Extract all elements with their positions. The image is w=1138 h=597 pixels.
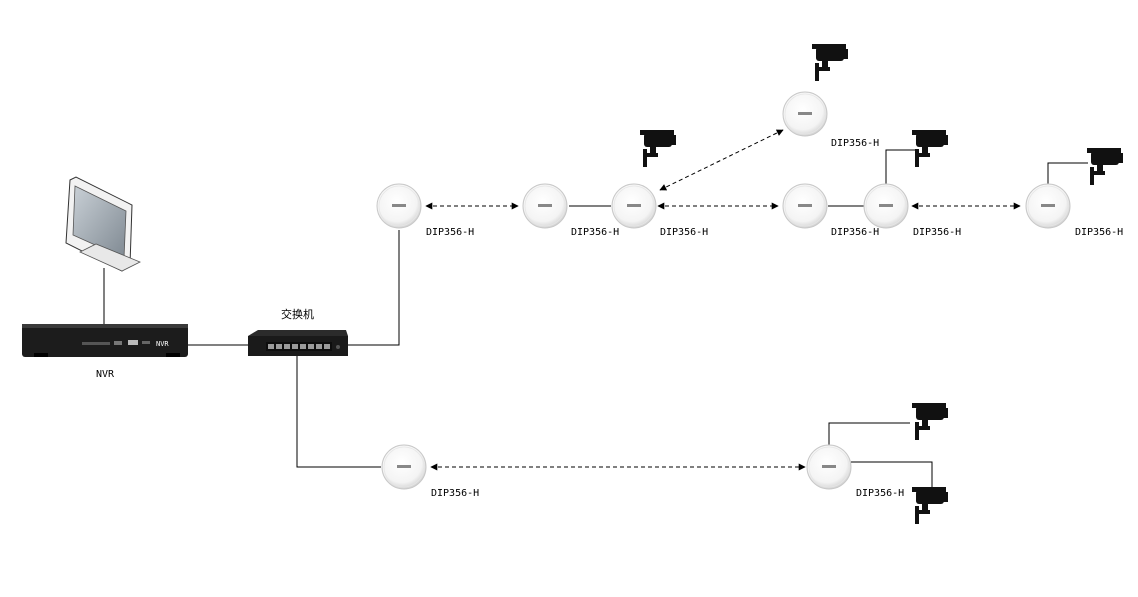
camera-icon-b7 — [1087, 148, 1123, 185]
wireless-link-b3-b4 — [659, 129, 784, 191]
bridge-b1 — [376, 183, 422, 229]
nvr-label: NVR — [96, 369, 115, 380]
bridge9-camera-bottom-cable — [851, 461, 933, 498]
bridge-label-b4: DIP356-H — [831, 138, 879, 149]
bridge-b4 — [782, 91, 828, 137]
bridge-label-b5: DIP356-H — [831, 227, 879, 238]
camera-icon-b9-top — [912, 403, 948, 440]
bridge6-camera-cable — [885, 149, 917, 184]
bridge-label-b8: DIP356-H — [431, 488, 479, 499]
camera-icon-b6 — [912, 130, 948, 167]
camera-icon-b4 — [812, 44, 848, 81]
bridge-b2 — [522, 183, 568, 229]
bridge-label-b6: DIP356-H — [913, 227, 961, 238]
wired-links — [103, 149, 1088, 498]
camera-icon-b9-bottom — [912, 487, 948, 524]
bridge-b7 — [1025, 183, 1071, 229]
bridge-b8 — [381, 444, 427, 490]
wireless-links — [425, 129, 1021, 471]
camera-icon-b3 — [640, 130, 676, 167]
bridge-b9 — [806, 444, 852, 490]
bridge-label-b9: DIP356-H — [856, 488, 904, 499]
bridge7-camera-cable — [1047, 162, 1088, 184]
bridge-label-b1: DIP356-H — [426, 227, 474, 238]
network-switch — [248, 330, 348, 356]
switch-label: 交换机 — [281, 307, 314, 321]
bridge-label-b2: DIP356-H — [571, 227, 619, 238]
switch-bridge1-cable — [348, 230, 400, 346]
bridge-label-b3: DIP356-H — [660, 227, 708, 238]
bridge-b5 — [782, 183, 828, 229]
bridge-b3 — [611, 183, 657, 229]
nvr-badge: NVR — [156, 340, 169, 348]
bridge-b6 — [863, 183, 909, 229]
bridge9-camera-top-cable — [828, 422, 910, 446]
switch-bridge8-cable — [296, 356, 381, 468]
bridge-label-b7: DIP356-H — [1075, 227, 1123, 238]
monitor-icon — [65, 176, 141, 272]
nvr-device — [22, 324, 188, 357]
